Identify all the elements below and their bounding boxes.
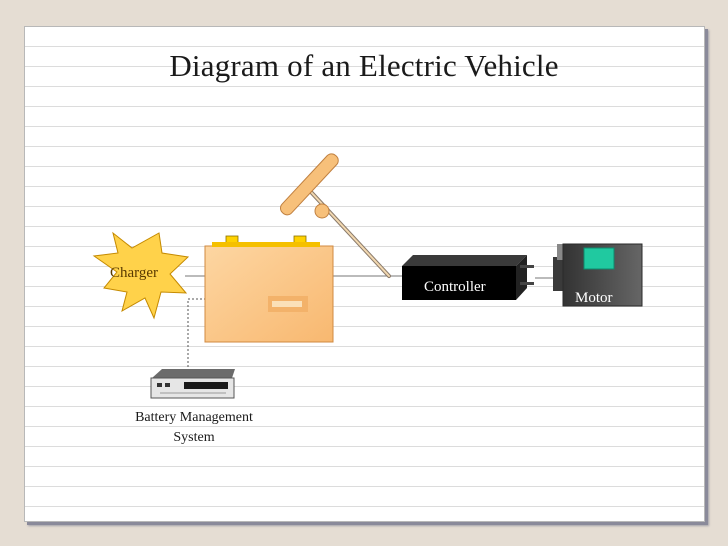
motor-label: Motor [575, 290, 613, 306]
battery-icon [204, 235, 334, 343]
controller-box-icon [402, 255, 534, 300]
bms-unit-icon [150, 369, 235, 399]
charger-label: Charger [110, 265, 159, 281]
bms-label-line2: System [173, 430, 215, 445]
motor-block-icon [553, 243, 643, 307]
charger-starburst-icon [92, 231, 190, 320]
bms-label: Battery Management System [118, 408, 270, 448]
accelerator-pedal-icon [279, 153, 391, 278]
controller-label: Controller [424, 279, 486, 295]
bms-label-line1: Battery Management [135, 410, 253, 425]
page-title: Diagram of an Electric Vehicle [169, 48, 559, 83]
